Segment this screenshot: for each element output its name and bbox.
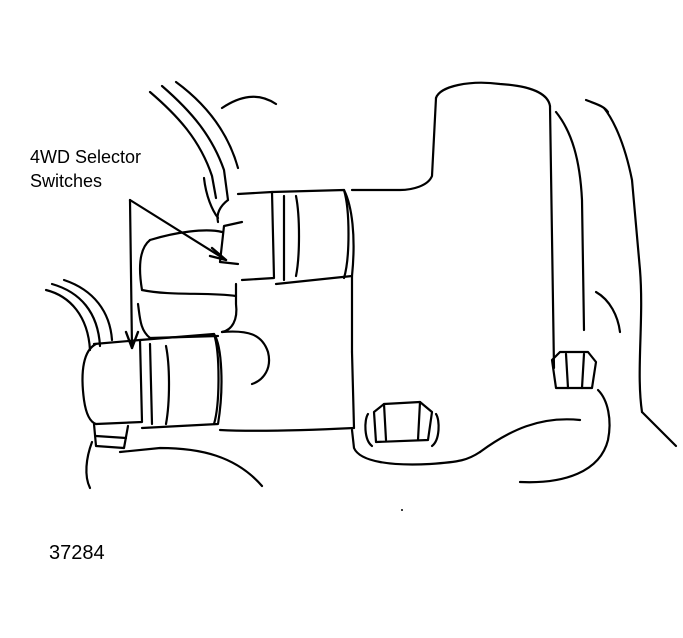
figure-number: 37284 [49, 542, 105, 564]
callout-label-line-1: 4WD Selector [30, 147, 142, 167]
lower-selector-switch [81, 332, 223, 430]
callout-label-line-2: Switches [30, 171, 103, 191]
rear-housing-outline [554, 98, 678, 448]
transfer-case-housing [136, 81, 556, 432]
upper-selector-switch [216, 188, 355, 286]
bolt-right [550, 350, 598, 390]
bolt-center [364, 400, 440, 448]
callout-leader-arrows [124, 198, 228, 350]
speck-dot [401, 509, 403, 511]
upper-wire-harness [148, 80, 278, 220]
bolt-left [92, 422, 130, 450]
lower-housing-base [85, 388, 611, 490]
lower-wire-harness [44, 278, 114, 352]
